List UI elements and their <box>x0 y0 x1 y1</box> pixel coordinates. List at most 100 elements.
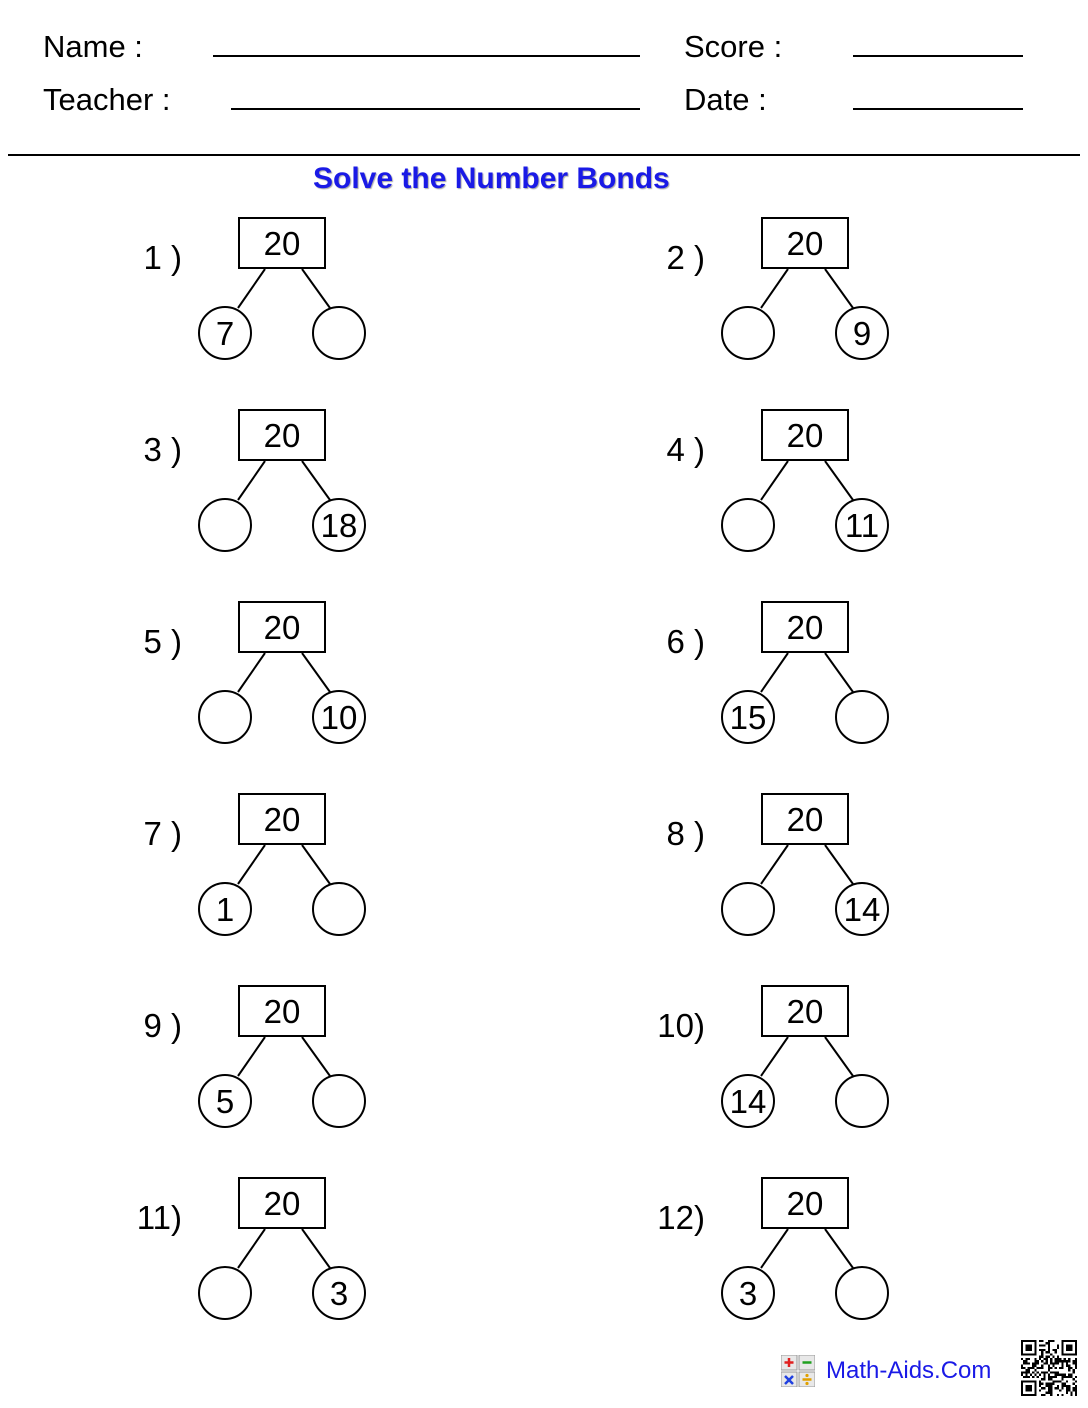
answer-circle-right[interactable] <box>312 306 366 360</box>
bond-connectors <box>237 1228 331 1269</box>
bond-connectors <box>237 1036 331 1077</box>
answer-circle-left[interactable] <box>721 306 775 360</box>
answer-circle-left[interactable] <box>721 882 775 936</box>
whole-box: 20 <box>238 601 326 653</box>
problem-number: 7 ) <box>143 815 182 852</box>
answer-circle-left[interactable] <box>721 498 775 552</box>
bond-line <box>237 844 266 885</box>
part-circle-left: 3 <box>721 1266 775 1320</box>
part-circle-left: 7 <box>198 306 252 360</box>
bond-connectors <box>237 652 331 693</box>
date-label: Date : <box>684 82 767 117</box>
bond-line <box>237 460 266 501</box>
whole-box: 20 <box>761 985 849 1037</box>
bond-line <box>237 652 266 693</box>
whole-box: 20 <box>761 793 849 845</box>
answer-circle-right[interactable] <box>835 1074 889 1128</box>
part-circle-right: 9 <box>835 306 889 360</box>
answer-circle-right[interactable] <box>835 1266 889 1320</box>
score-label: Score : <box>684 29 783 64</box>
problem-7: 7 ) 20 1 <box>118 793 418 963</box>
bond-connectors <box>760 268 854 309</box>
name-field[interactable] <box>213 55 640 57</box>
problem-number: 6 ) <box>666 623 705 660</box>
problem-number: 1 ) <box>143 239 182 276</box>
answer-circle-right[interactable] <box>835 690 889 744</box>
page-title: Solve the Number Bonds <box>313 162 670 195</box>
bond-line <box>301 1228 331 1269</box>
bond-line <box>301 460 331 501</box>
problem-number: 12) <box>657 1199 705 1236</box>
part-circle-left: 14 <box>721 1074 775 1128</box>
answer-circle-left[interactable] <box>198 498 252 552</box>
bond-line <box>301 1036 331 1077</box>
part-circle-left: 5 <box>198 1074 252 1128</box>
qr-code-icon <box>1021 1340 1077 1396</box>
bond-connectors <box>237 844 331 885</box>
teacher-field[interactable] <box>231 108 640 110</box>
problem-12: 12) 20 3 <box>641 1177 941 1347</box>
problem-9: 9 ) 20 5 <box>118 985 418 1155</box>
bond-connectors <box>760 1036 854 1077</box>
whole-box: 20 <box>761 217 849 269</box>
name-label: Name : <box>43 29 143 64</box>
number-bond: 20 1 <box>198 793 370 963</box>
bond-connectors <box>760 1228 854 1269</box>
part-circle-right: 10 <box>312 690 366 744</box>
bond-line <box>301 844 331 885</box>
answer-circle-left[interactable] <box>198 690 252 744</box>
part-circle-left: 15 <box>721 690 775 744</box>
problem-number: 8 ) <box>666 815 705 852</box>
number-bond: 20 5 <box>198 985 370 1155</box>
bond-line <box>824 652 854 693</box>
part-circle-right: 14 <box>835 882 889 936</box>
bond-line <box>824 1228 854 1269</box>
bond-connectors <box>237 460 331 501</box>
problem-number: 5 ) <box>143 623 182 660</box>
whole-box: 20 <box>761 601 849 653</box>
bond-line <box>237 268 266 309</box>
whole-box: 20 <box>238 793 326 845</box>
problem-number: 2 ) <box>666 239 705 276</box>
part-circle-left: 1 <box>198 882 252 936</box>
problem-number: 10) <box>657 1007 705 1044</box>
whole-box: 20 <box>761 409 849 461</box>
problem-number: 11) <box>136 1199 182 1236</box>
bond-line <box>301 268 331 309</box>
number-bond: 20 3 <box>198 1177 370 1347</box>
problem-number: 4 ) <box>666 431 705 468</box>
score-field[interactable] <box>853 55 1023 57</box>
problem-1: 1 ) 20 7 <box>118 217 418 387</box>
date-field[interactable] <box>853 108 1023 110</box>
site-link[interactable]: Math-Aids.Com <box>826 1357 992 1384</box>
problem-number: 9 ) <box>143 1007 182 1044</box>
whole-box: 20 <box>238 217 326 269</box>
part-circle-right: 3 <box>312 1266 366 1320</box>
bond-line <box>760 1036 789 1077</box>
whole-box: 20 <box>238 1177 326 1229</box>
bond-connectors <box>760 460 854 501</box>
header-divider <box>8 154 1080 156</box>
problem-6: 6 ) 20 15 <box>641 601 941 771</box>
bond-line <box>760 1228 789 1269</box>
whole-box: 20 <box>761 1177 849 1229</box>
bond-line <box>237 1036 266 1077</box>
bond-line <box>760 268 789 309</box>
whole-box: 20 <box>238 985 326 1037</box>
teacher-label: Teacher : <box>43 82 171 117</box>
math-operations-icon <box>781 1355 815 1387</box>
answer-circle-left[interactable] <box>198 1266 252 1320</box>
answer-circle-right[interactable] <box>312 1074 366 1128</box>
answer-circle-right[interactable] <box>312 882 366 936</box>
part-circle-right: 18 <box>312 498 366 552</box>
problem-number: 3 ) <box>143 431 182 468</box>
